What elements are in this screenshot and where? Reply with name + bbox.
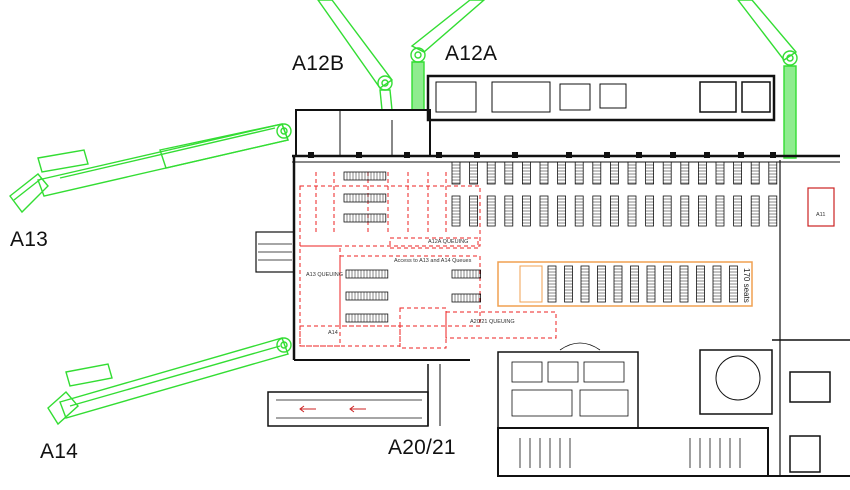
seat-block xyxy=(712,265,722,303)
gate-label-a12b: A12B xyxy=(292,52,345,75)
seat-block xyxy=(627,161,637,185)
seat-block xyxy=(451,293,482,303)
seat-block xyxy=(613,265,623,303)
concourse-columns xyxy=(308,152,776,158)
seat-block xyxy=(750,161,760,185)
jet-bridge-a14 xyxy=(47,337,292,426)
seat-block xyxy=(451,269,482,279)
seat-block xyxy=(610,161,619,185)
jet-bridge-a12a xyxy=(410,0,486,111)
seating-rows-queue xyxy=(343,171,482,323)
seat-block xyxy=(345,291,389,301)
seat-block xyxy=(539,161,549,185)
seat-block xyxy=(345,269,389,279)
a20-queue-label: A20/21 QUEUING xyxy=(470,319,515,325)
seat-block xyxy=(662,161,672,185)
corridor-arrows xyxy=(299,405,366,413)
seating-rows-170 xyxy=(547,265,738,303)
a11-area-label: A11 xyxy=(816,212,825,218)
seat-block xyxy=(522,195,531,227)
gate-label-a12a: A12A xyxy=(445,42,498,65)
seating-zone-170: 170 seats xyxy=(497,261,753,307)
seat-block xyxy=(592,161,602,185)
gate-label-a14: A14 xyxy=(40,440,78,463)
gate-label-a20-21: A20/21 xyxy=(388,436,456,459)
seat-block xyxy=(715,161,725,185)
seat-block xyxy=(469,161,479,185)
seat-block xyxy=(451,161,461,185)
seat-block xyxy=(663,265,672,303)
seat-block xyxy=(580,265,590,303)
jet-bridge-a11 xyxy=(737,0,798,159)
seat-block xyxy=(564,265,573,303)
gate-label-a13: A13 xyxy=(10,228,48,251)
seat-block xyxy=(646,265,656,303)
jet-bridges xyxy=(9,0,798,426)
seat-block xyxy=(696,265,705,303)
seat-block xyxy=(750,195,760,227)
access-label: Access to A13 and A14 Queues xyxy=(394,258,472,264)
seat-block xyxy=(627,195,637,227)
seat-block xyxy=(486,161,496,185)
seat-block xyxy=(729,265,738,303)
seat-block xyxy=(630,265,639,303)
seat-block xyxy=(574,161,584,185)
seat-block xyxy=(662,195,672,227)
seat-block xyxy=(680,161,690,185)
seat-block xyxy=(733,195,742,227)
seat-block xyxy=(486,195,496,227)
seat-block xyxy=(597,265,606,303)
seat-block xyxy=(547,265,557,303)
seat-block xyxy=(539,195,549,227)
seat-block xyxy=(610,195,619,227)
seat-block xyxy=(768,161,778,185)
seat-block xyxy=(345,313,389,323)
seat-block xyxy=(592,195,602,227)
seat-block xyxy=(469,195,479,227)
seat-block xyxy=(557,161,566,185)
seat-block xyxy=(522,161,531,185)
seating-rows-north xyxy=(451,161,778,227)
building-walls xyxy=(255,74,850,477)
seat-block xyxy=(557,195,566,227)
seat-block xyxy=(679,265,689,303)
seating-zone-label: 170 seats xyxy=(742,268,751,303)
a13-queue-label: A13 QUEUING xyxy=(306,272,343,278)
seat-block xyxy=(343,171,387,181)
seat-block xyxy=(645,161,654,185)
seat-block xyxy=(768,195,778,227)
jet-bridge-a13 xyxy=(9,123,292,214)
seat-block xyxy=(504,195,514,227)
seat-block xyxy=(645,195,654,227)
seat-block xyxy=(574,195,584,227)
seat-block xyxy=(715,195,725,227)
a14-area-label: A14 xyxy=(328,330,338,336)
a12a-queue-label: A12A QUEUING xyxy=(428,239,468,245)
seat-block xyxy=(698,195,707,227)
seat-block xyxy=(343,213,387,223)
seat-block xyxy=(680,195,690,227)
seat-block xyxy=(698,161,707,185)
jet-bridge-a12b xyxy=(317,0,394,111)
seat-block xyxy=(451,195,461,227)
seat-block xyxy=(504,161,514,185)
plan-annotations: A12A QUEUING A13 QUEUING Access to A13 a… xyxy=(306,212,825,336)
seat-block xyxy=(733,161,742,185)
seat-block xyxy=(343,193,387,203)
